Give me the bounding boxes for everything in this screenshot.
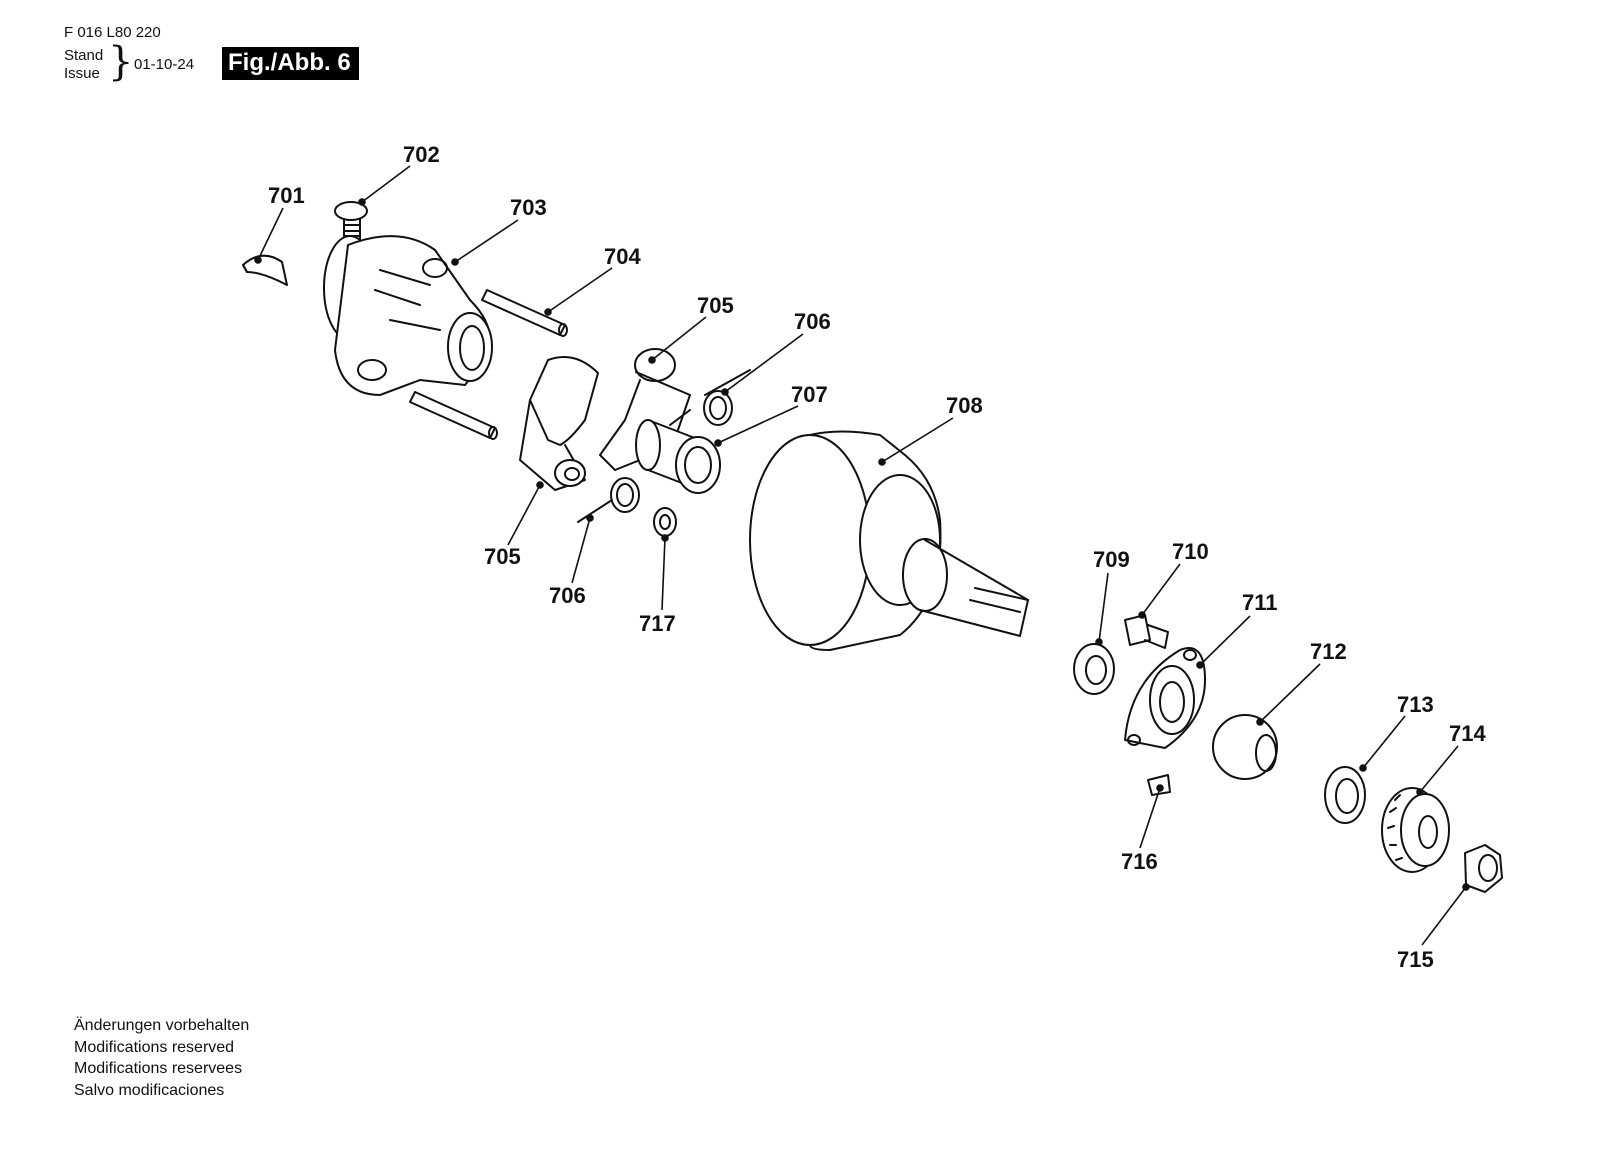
part-706-spring-upper (669, 369, 751, 426)
part-label: 716 (1121, 849, 1158, 874)
part-709-washer (1073, 643, 1115, 695)
part-label: 708 (946, 393, 983, 418)
part-label: 706 (549, 583, 586, 608)
part-715-hex-nut (1464, 844, 1503, 893)
part-label: 703 (510, 195, 547, 220)
part-label: 711 (1242, 590, 1278, 615)
part-717-washer (653, 507, 677, 537)
part-label: 706 (794, 309, 831, 334)
footer-line: Modifications reservees (74, 1060, 243, 1077)
part-label: 715 (1397, 947, 1434, 972)
issue-label: Issue (64, 65, 100, 82)
part-705-flyweight-right (599, 348, 691, 471)
document-code: F 016 L80 220 (64, 24, 161, 41)
part-label: 707 (791, 382, 828, 407)
footer-line: Salvo modificaciones (74, 1081, 225, 1099)
figure-label: Fig./Abb. 6 (222, 47, 359, 80)
part-713-washer (1324, 766, 1366, 824)
footer-line: Änderungen vorbehalten (74, 1017, 250, 1034)
part-label: 705 (697, 293, 734, 318)
part-710-screw (1124, 614, 1169, 649)
part-label: 712 (1310, 639, 1347, 664)
part-label: 702 (403, 142, 440, 167)
part-704-pins (409, 289, 568, 440)
part-label: 714 (1449, 721, 1486, 746)
part-707-sleeve (635, 419, 721, 494)
footer-notice: Änderungen vorbehalten Modifications res… (74, 1015, 249, 1101)
part-706-spring-lower (577, 477, 640, 523)
part-705-flyweight-left (519, 356, 599, 491)
part-label: 717 (639, 611, 676, 636)
part-label: 705 (484, 544, 521, 569)
part-712-ball (1212, 714, 1278, 780)
part-label: 704 (604, 244, 641, 269)
part-714-ring-nut (1381, 787, 1450, 873)
part-708-drum (749, 430, 1029, 651)
part-label: 713 (1397, 692, 1434, 717)
part-label: 710 (1172, 539, 1209, 564)
part-702-screw (334, 201, 368, 241)
brace-icon: } (108, 39, 134, 85)
part-703-housing (323, 235, 493, 396)
stand-label: Stand (64, 47, 104, 64)
issue-date: 01-10-24 (134, 56, 195, 73)
footer-line: Modifications reserved (74, 1038, 235, 1056)
part-701-key (242, 254, 288, 286)
part-label: 701 (268, 183, 305, 208)
part-label: 709 (1093, 547, 1130, 572)
part-711-flange (1124, 647, 1206, 749)
